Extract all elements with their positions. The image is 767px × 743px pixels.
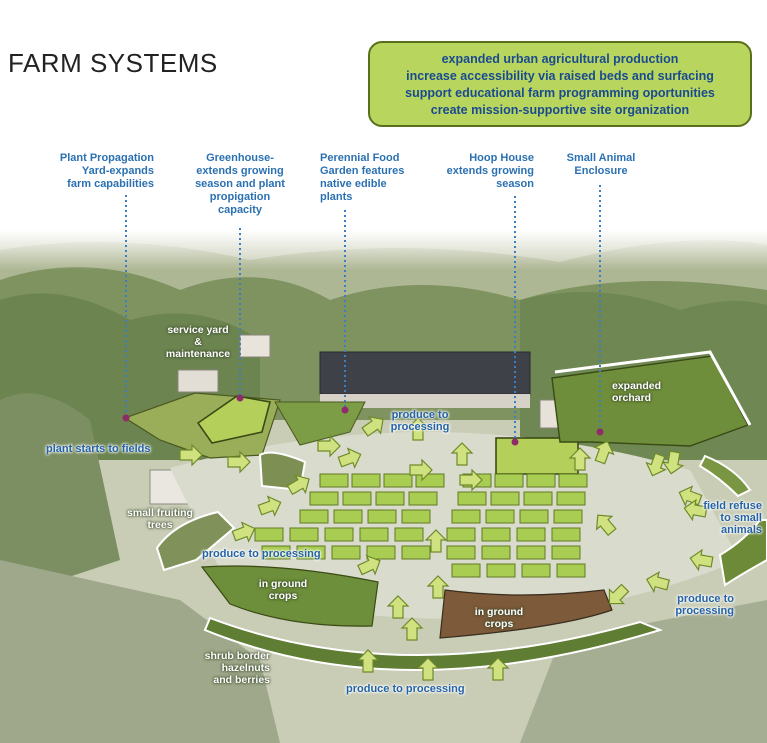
raised-bed <box>485 509 515 524</box>
raised-bed <box>558 473 588 488</box>
raised-bed <box>451 563 481 578</box>
goals-box: expanded urban agricultural production i… <box>368 41 752 127</box>
flow-label-produce-top: produce to processing <box>390 409 450 433</box>
raised-bed <box>408 491 438 506</box>
label-service-yard: service yard & maintenance <box>165 324 231 360</box>
page-title: FARM SYSTEMS <box>8 48 218 78</box>
raised-bed <box>553 509 583 524</box>
goal-line: expanded urban agricultural production <box>441 52 679 66</box>
raised-bed <box>446 527 476 542</box>
raised-bed <box>289 527 319 542</box>
greenhouse-plot <box>196 395 271 444</box>
label-in-ground-crops-right: in ground crops <box>474 606 524 630</box>
raised-bed <box>523 491 553 506</box>
raised-bed <box>481 527 511 542</box>
label-expanded-orchard: expanded orchard <box>612 380 662 404</box>
label-in-ground-crops-left: in ground crops <box>258 578 308 602</box>
raised-bed <box>516 545 546 560</box>
raised-bed <box>383 473 413 488</box>
raised-bed <box>299 509 329 524</box>
flow-label-produce-middle: produce to processing <box>202 548 321 560</box>
callout-leaders <box>125 185 601 442</box>
raised-bed <box>342 491 372 506</box>
raised-bed <box>367 509 397 524</box>
raised-bed <box>366 545 396 560</box>
raised-bed <box>331 545 361 560</box>
raised-bed <box>401 509 431 524</box>
raised-bed <box>309 491 339 506</box>
raised-bed <box>319 473 349 488</box>
flow-label-produce-bottom: produce to processing <box>346 683 465 695</box>
raised-bed <box>556 491 586 506</box>
landscape-background <box>0 230 767 743</box>
goal-line: create mission-supportive site organizat… <box>430 103 690 117</box>
goal-line: increase accessibility via raised beds a… <box>406 69 714 83</box>
flow-label-field-refuse: field refuse to small animals <box>703 500 762 536</box>
raised-bed <box>296 545 326 560</box>
raised-bed <box>551 527 581 542</box>
raised-bed <box>521 563 551 578</box>
raised-bed <box>551 545 581 560</box>
raised-bed <box>254 527 284 542</box>
raised-bed <box>490 491 520 506</box>
raised-bed-grid <box>254 473 588 578</box>
hoop-house-plot <box>495 437 579 475</box>
raised-bed <box>375 491 405 506</box>
raised-bed <box>481 545 511 560</box>
raised-bed <box>526 473 556 488</box>
label-small-fruiting-trees: small fruiting trees <box>127 507 193 531</box>
raised-bed <box>415 473 445 488</box>
raised-bed <box>401 545 431 560</box>
raised-bed <box>519 509 549 524</box>
raised-bed <box>351 473 381 488</box>
raised-bed <box>516 527 546 542</box>
raised-bed <box>486 563 516 578</box>
raised-bed <box>261 545 291 560</box>
planting-zones <box>123 350 767 671</box>
raised-bed <box>394 527 424 542</box>
raised-bed <box>457 491 487 506</box>
goal-line: support educational farm programming opo… <box>405 86 715 100</box>
raised-bed <box>324 527 354 542</box>
label-shrub-border: shrub border hazelnuts and berries <box>204 650 270 686</box>
flow-label-plant-starts: plant starts to fields <box>46 443 151 455</box>
raised-bed <box>333 509 363 524</box>
raised-bed <box>556 563 586 578</box>
raised-bed <box>359 527 389 542</box>
raised-bed <box>451 509 481 524</box>
callout-perennial-food-garden: Perennial Food Garden features native ed… <box>320 152 405 203</box>
callout-dots <box>122 394 604 446</box>
callout-greenhouse: Greenhouse- extends growing season and p… <box>195 152 285 216</box>
flow-label-produce-right: produce to processing <box>675 593 734 617</box>
raised-bed <box>494 473 524 488</box>
callout-small-animal-enclosure: Small Animal Enclosure <box>566 152 636 177</box>
raised-bed <box>446 545 476 560</box>
callout-hoop-house: Hoop House extends growing season <box>446 152 534 190</box>
callout-plant-propagation: Plant Propagation Yard-expands farm capa… <box>59 152 154 190</box>
